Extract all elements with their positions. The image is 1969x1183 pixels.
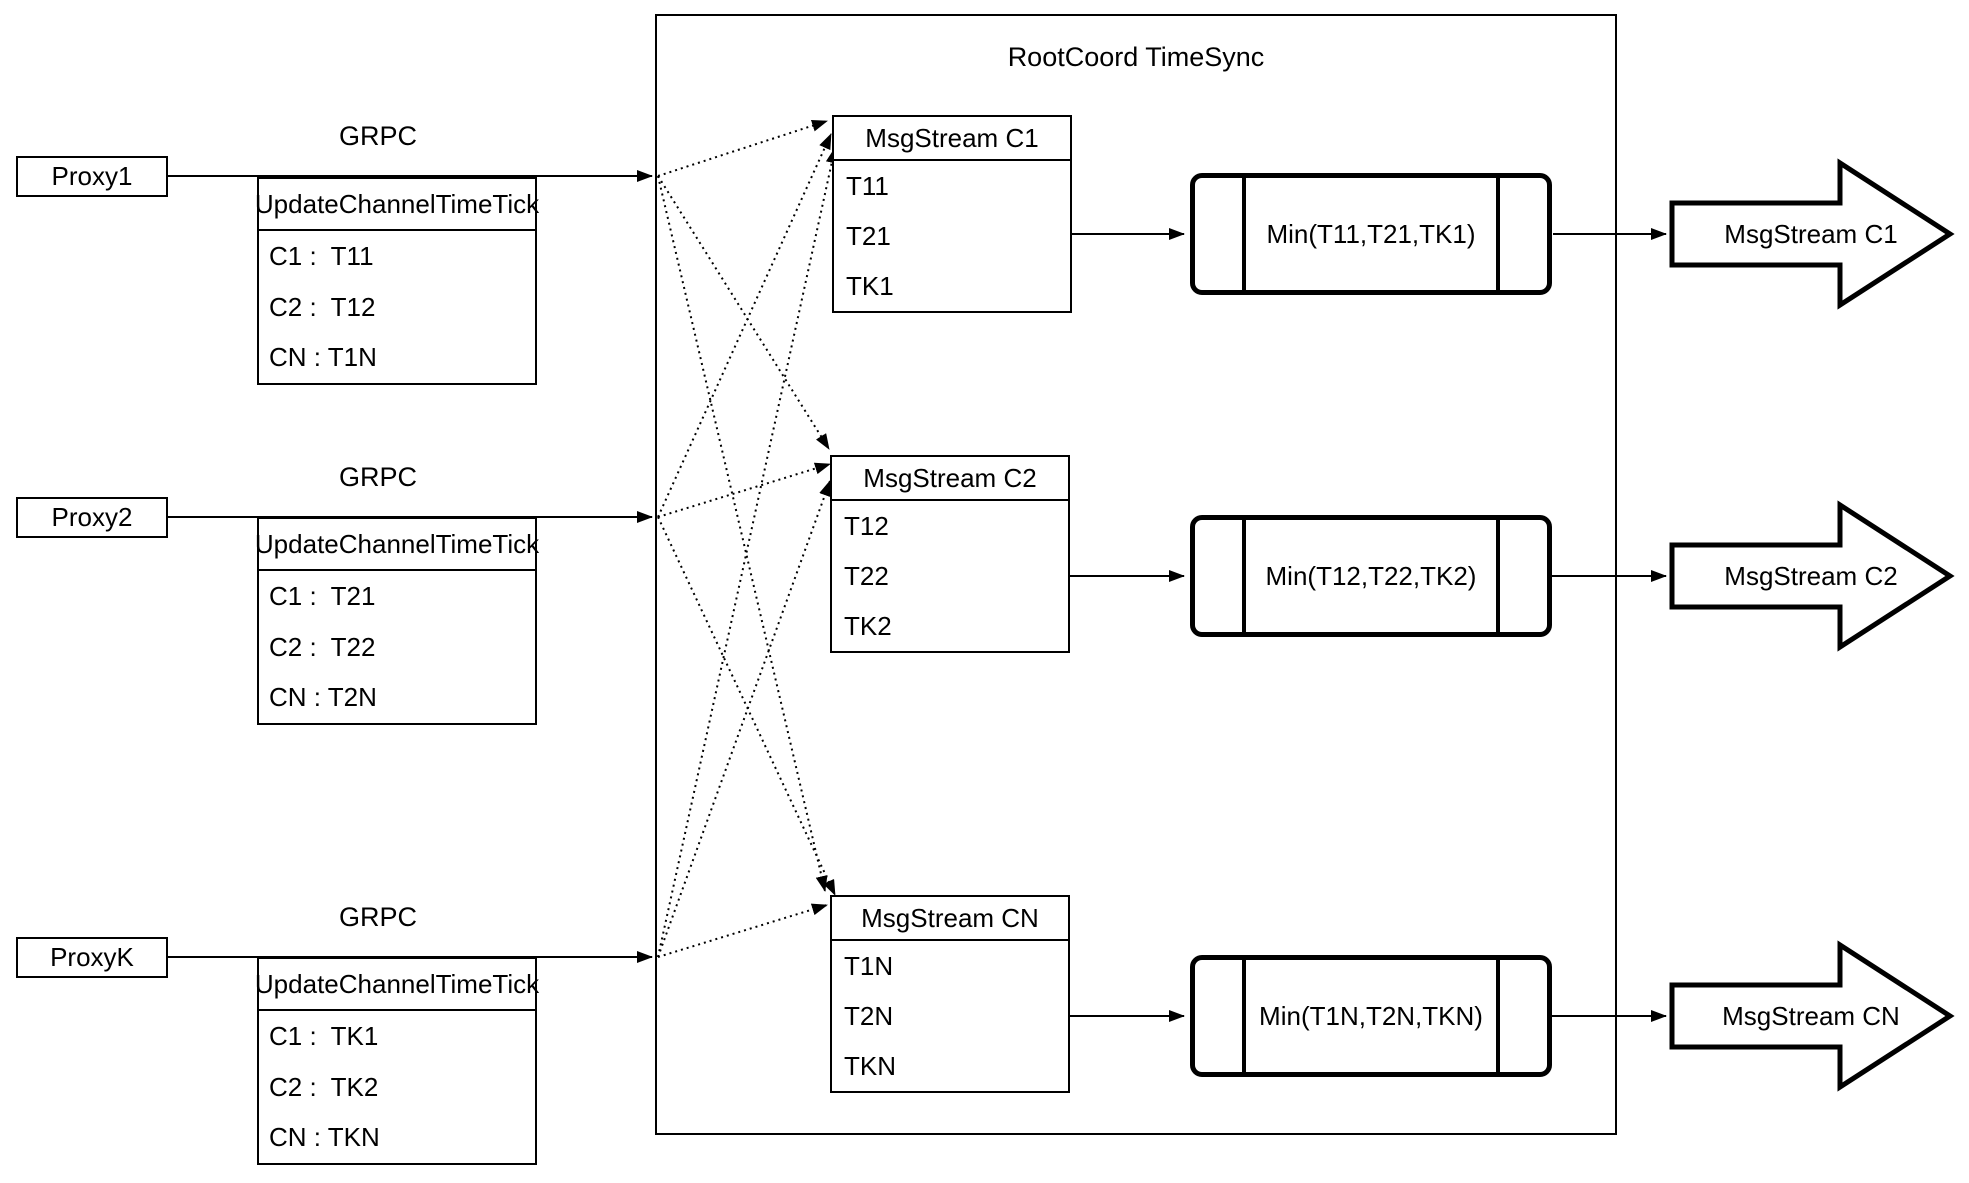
table-row: T1N (844, 950, 894, 981)
table-row: C2 : T12 (269, 291, 376, 322)
min-box-divider (1242, 520, 1246, 632)
table-row: C2 : T22 (269, 631, 376, 662)
fanout-dotted-line-p1-c1 (657, 119, 828, 177)
rootcoord-box (655, 14, 1617, 1135)
table-row: TK2 (844, 610, 892, 641)
output-arrow-shape-c2 (1669, 500, 1955, 652)
table-row: T12 (844, 510, 889, 541)
msgstream-table-cn-title: MsgStream CN (832, 897, 1068, 941)
output-arrow-label-c2: MsgStream C2 (1724, 561, 1898, 591)
output-arrow-label-c1: MsgStream C1 (1724, 219, 1898, 249)
proxy1-box: Proxy1 (16, 156, 168, 197)
update-table-3: UpdateChannelTimeTick C1 : TK1 C2 : TK2 … (255, 957, 539, 1165)
table-row: T2N (844, 1000, 894, 1031)
fanout-dotted-line-pk-c1 (657, 147, 838, 958)
update-table-2-title: UpdateChannelTimeTick (255, 519, 539, 571)
table-row: CN : T2N (269, 682, 377, 713)
min-box-cn: Min(T1N,T2N,TKN) (1190, 955, 1552, 1077)
table-row: TK1 (846, 270, 894, 301)
update-table-2: UpdateChannelTimeTick C1 : T21 C2 : T22 … (255, 517, 539, 725)
grpc-label-3: GRPC (338, 902, 417, 932)
table-row: CN : TKN (269, 1122, 380, 1153)
proxyk-box: ProxyK (16, 937, 168, 978)
output-arrow-shape-c1 (1669, 158, 1955, 310)
update-table-3-title: UpdateChannelTimeTick (255, 959, 539, 1011)
table-row: T21 (846, 220, 891, 251)
msgstream-table-c2-title: MsgStream C2 (832, 457, 1068, 501)
table-row: CN : T1N (269, 342, 377, 373)
fanout-dotted-line-pk-cn (657, 903, 828, 958)
msgstream-table-c1: MsgStream C1 T11 T21 TK1 (832, 115, 1072, 313)
table-row: C1 : T11 (269, 240, 374, 271)
msgstream-table-cn: MsgStream CN T1N T2N TKN (830, 895, 1070, 1093)
fanout-dotted-line-p2-c1 (657, 133, 832, 518)
min-label-c2: Min(T12,T22,TK2) (1265, 560, 1477, 591)
grpc-label-1: GRPC (338, 121, 417, 151)
min-box-c2: Min(T12,T22,TK2) (1190, 515, 1552, 637)
update-table-1: UpdateChannelTimeTick C1 : T11 C2 : T12 … (255, 177, 539, 385)
table-row: C1 : T21 (269, 580, 376, 611)
table-row: TKN (844, 1050, 896, 1081)
table-row: T11 (846, 170, 889, 201)
grpc-label-2: GRPC (338, 462, 417, 492)
fanout-dotted-line-p1-c2 (657, 175, 830, 450)
table-row: C2 : TK2 (269, 1071, 379, 1102)
min-box-divider (1242, 960, 1246, 1072)
msgstream-table-c1-title: MsgStream C1 (834, 117, 1070, 161)
proxy2-box: Proxy2 (16, 497, 168, 538)
fanout-dotted-line-p1-cn (657, 175, 828, 892)
min-label-cn: Min(T1N,T2N,TKN) (1259, 1000, 1483, 1031)
table-row: C1 : TK1 (269, 1020, 379, 1051)
table-row: T22 (844, 560, 889, 591)
rootcoord-title: RootCoord TimeSync (1007, 42, 1265, 72)
output-arrow-shape-cn (1669, 940, 1955, 1092)
min-box-divider (1496, 520, 1500, 632)
fanout-dotted-line-pk-c2 (657, 480, 831, 958)
output-arrow-label-cn: MsgStream CN (1722, 1001, 1900, 1031)
min-box-divider (1496, 960, 1500, 1072)
fanout-dotted-line-p2-c2 (657, 462, 831, 518)
min-box-divider (1242, 178, 1246, 290)
proxy1-label: Proxy1 (51, 161, 133, 191)
proxyk-label: ProxyK (50, 942, 134, 972)
proxy2-label: Proxy2 (51, 502, 133, 532)
min-box-c1: Min(T11,T21,TK1) (1190, 173, 1552, 295)
min-label-c1: Min(T11,T21,TK1) (1266, 218, 1476, 249)
update-table-1-title: UpdateChannelTimeTick (255, 179, 539, 231)
msgstream-table-c2: MsgStream C2 T12 T22 TK2 (830, 455, 1070, 653)
min-box-divider (1496, 178, 1500, 290)
